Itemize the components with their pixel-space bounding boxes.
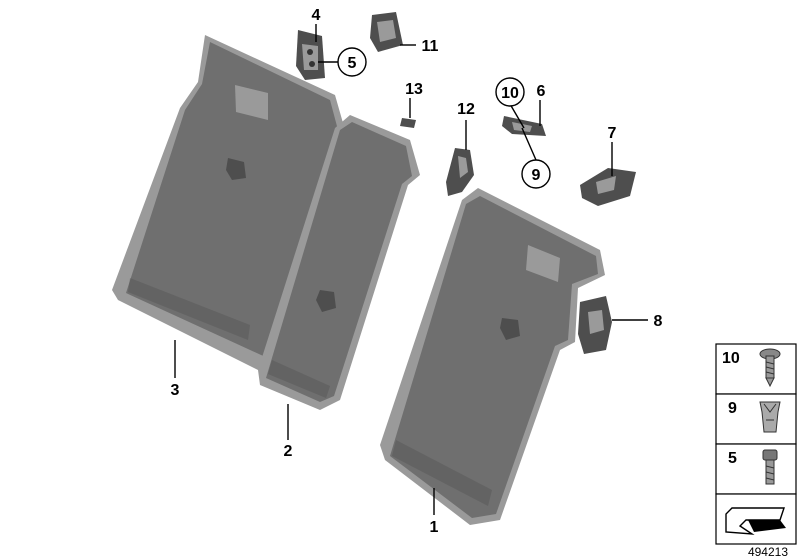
part-12-cover-piece bbox=[446, 148, 474, 196]
callout-10: 10 bbox=[501, 85, 519, 102]
leader-line-10 bbox=[509, 103, 525, 129]
bolt-icon bbox=[762, 449, 778, 485]
callout-8: 8 bbox=[654, 313, 663, 330]
callout-13: 13 bbox=[405, 81, 423, 98]
clip-nut-icon bbox=[759, 401, 781, 433]
part-13-small-clip bbox=[400, 118, 416, 128]
callout-3: 3 bbox=[171, 382, 180, 399]
callout-11: 11 bbox=[422, 38, 439, 55]
legend-cell-5 bbox=[715, 443, 797, 495]
callout-7: 7 bbox=[608, 125, 617, 142]
self-tapping-screw-icon bbox=[759, 348, 781, 388]
callout-ring-5 bbox=[337, 47, 367, 77]
callout-1: 1 bbox=[430, 519, 439, 536]
callout-ring-9 bbox=[521, 159, 551, 189]
part-8-side-trim bbox=[578, 296, 612, 354]
part-6-latch-bracket bbox=[502, 116, 546, 136]
leader-line-9 bbox=[521, 127, 537, 161]
part-4-hinge-bracket bbox=[296, 30, 325, 80]
part-2-middle-backrest-panel bbox=[258, 115, 420, 410]
callout-ring-10 bbox=[495, 77, 525, 107]
direction-arrow-icon bbox=[725, 507, 786, 535]
part-11-latch-housing bbox=[370, 12, 403, 52]
callout-4: 4 bbox=[312, 7, 321, 24]
callout-12: 12 bbox=[457, 101, 475, 118]
legend-label-10: 10 bbox=[722, 350, 740, 367]
legend-cell-10 bbox=[715, 343, 797, 395]
callout-6: 6 bbox=[537, 83, 546, 100]
part-1-right-backrest-panel bbox=[380, 188, 605, 525]
callout-5: 5 bbox=[348, 55, 357, 72]
legend-label-5: 5 bbox=[728, 450, 737, 467]
part-7-trim-cover bbox=[580, 168, 636, 206]
legend-label-9: 9 bbox=[728, 400, 737, 417]
callout-9: 9 bbox=[532, 167, 541, 184]
fastener-legend: 10 9 5 bbox=[715, 343, 797, 545]
callout-2: 2 bbox=[284, 443, 293, 460]
drawing-number: 494213 bbox=[748, 545, 788, 559]
